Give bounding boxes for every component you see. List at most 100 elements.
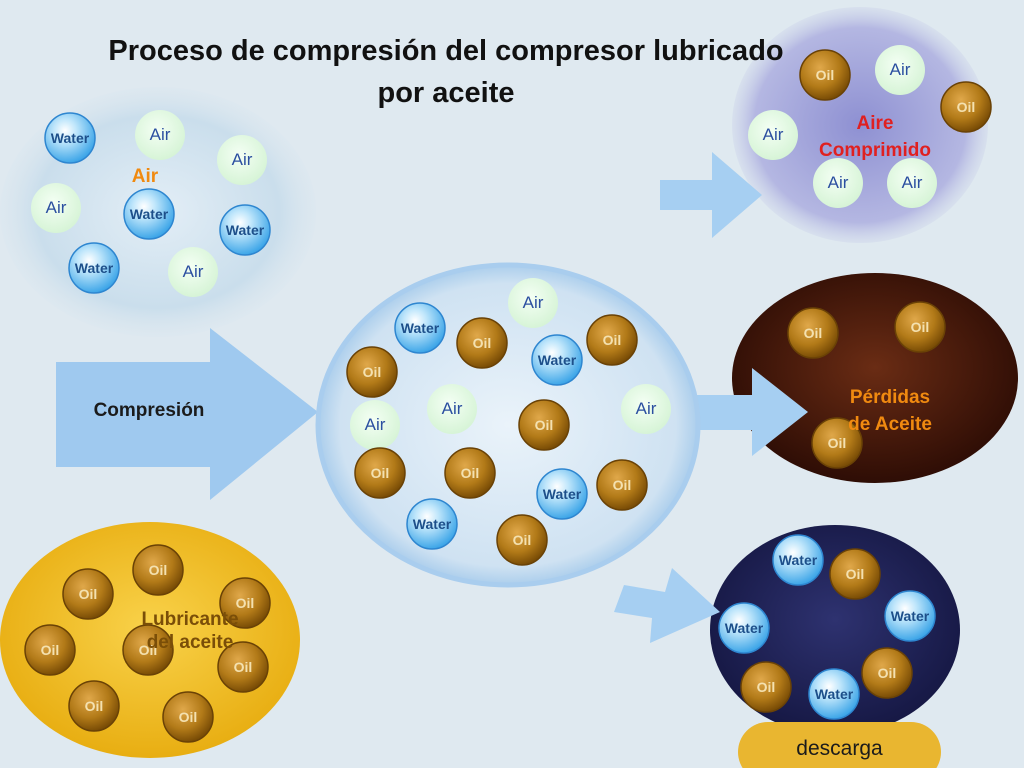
air-particle-shape [887,158,937,208]
oil-particle: Oil [940,81,992,133]
water-particle-label: Water [51,130,90,146]
oil-particle-shape [799,49,851,101]
water-particle-shape [406,498,458,550]
oil-particle-label: Oil [816,67,835,83]
air-particle-shape [621,384,671,434]
air-particle: Air [813,158,863,208]
water-particle-label: Water [226,222,265,238]
air-particle-label: Air [365,415,386,434]
arrow-to-oil-loss [688,368,808,456]
water-particle-shape [808,668,860,720]
water-particle-shape [884,590,936,642]
oil-particle-label: Oil [79,586,98,602]
water-particle-label: Water [401,320,440,336]
oil-particle-shape [122,624,174,676]
air-particle-label: Air [902,173,923,192]
air-particle-label: Air [828,173,849,192]
oil-particle: Oil [456,317,508,369]
water-particle-shape [44,112,96,164]
oil-particle-label: Oil [957,99,976,115]
oil-particle-label: Oil [179,709,198,725]
air-particle-label: Air [523,293,544,312]
oil-loss-label-line-1: Pérdidas [849,387,931,408]
oil-particle-shape [68,680,120,732]
discharge-button[interactable] [738,722,941,768]
oil-particle-shape [940,81,992,133]
oil-particle: Oil [68,680,120,732]
oil-particle: Oil [829,548,881,600]
oil-particle-label: Oil [535,417,554,433]
oil-particle-label: Oil [613,477,632,493]
oil-particle-label: Oil [236,595,255,611]
air-particle-shape [427,384,477,434]
oil-particle: Oil [496,514,548,566]
title-line-2: por aceite [377,77,515,109]
air-particle-shape [350,400,400,450]
oil-particle: Oil [811,417,863,469]
air-particle-label: Air [232,150,253,169]
air-particle-shape [508,278,558,328]
oil-particle-shape [496,514,548,566]
water-particle-label: Water [413,516,452,532]
oil-particle-shape [596,459,648,511]
oil-particle-label: Oil [878,665,897,681]
water-particle: Water [531,334,583,386]
water-particle-label: Water [538,352,577,368]
oil-particle: Oil [596,459,648,511]
air-particle: Air [508,278,558,328]
water-particle: Water [772,534,824,586]
oil-particle-shape [456,317,508,369]
water-particle: Water [808,668,860,720]
oil-particle-label: Oil [846,566,865,582]
water-particle-shape [772,534,824,586]
water-particle: Water [123,188,175,240]
water-particle-shape [68,242,120,294]
water-particle-shape [536,468,588,520]
air-particle-shape [168,247,218,297]
oil-particle: Oil [122,624,174,676]
air-particle: Air [168,247,218,297]
oil-particle: Oil [444,447,496,499]
oil-particle-shape [24,624,76,676]
water-particle-label: Water [75,260,114,276]
air-particle: Air [31,183,81,233]
oil-particle-shape [162,691,214,743]
oil-particle: Oil [518,399,570,451]
arrow-to-discharge [614,568,720,643]
oil-particle-shape [740,661,792,713]
oil-particle-shape [787,307,839,359]
oil-particle-label: Oil [804,325,823,341]
oil-particle-shape [217,641,269,693]
compressed-air-label-line-2: Comprimido [819,140,931,161]
oil-particle: Oil [219,577,271,629]
oil-particle-label: Oil [513,532,532,548]
compressed-air-label: Aire Comprimido [795,110,955,164]
water-particle: Water [44,112,96,164]
oil-particle-label: Oil [911,319,930,335]
water-particle: Water [718,602,770,654]
water-particle-shape [531,334,583,386]
oil-loss-label-line-2: de Aceite [848,414,932,435]
water-particle-shape [718,602,770,654]
air-particle: Air [621,384,671,434]
oil-particle-label: Oil [139,642,158,658]
air-particle-label: Air [150,125,171,144]
compressed-air-label-line-1: Aire [856,113,894,134]
oil-particle-label: Oil [149,562,168,578]
oil-particle-label: Oil [234,659,253,675]
oil-particle: Oil [894,301,946,353]
oil-particle: Oil [346,346,398,398]
arrow-to-compressed-air [660,152,762,238]
water-particle: Water [406,498,458,550]
compression-arrow [56,328,318,500]
air-particle: Air [875,45,925,95]
oil-particle-label: Oil [473,335,492,351]
oil-particle: Oil [586,314,638,366]
oil-particle: Oil [861,647,913,699]
air-particle: Air [350,400,400,450]
oil-particle-shape [346,346,398,398]
oil-particle: Oil [24,624,76,676]
oil-particle-shape [811,417,863,469]
discharge-label: descarga [796,737,883,760]
